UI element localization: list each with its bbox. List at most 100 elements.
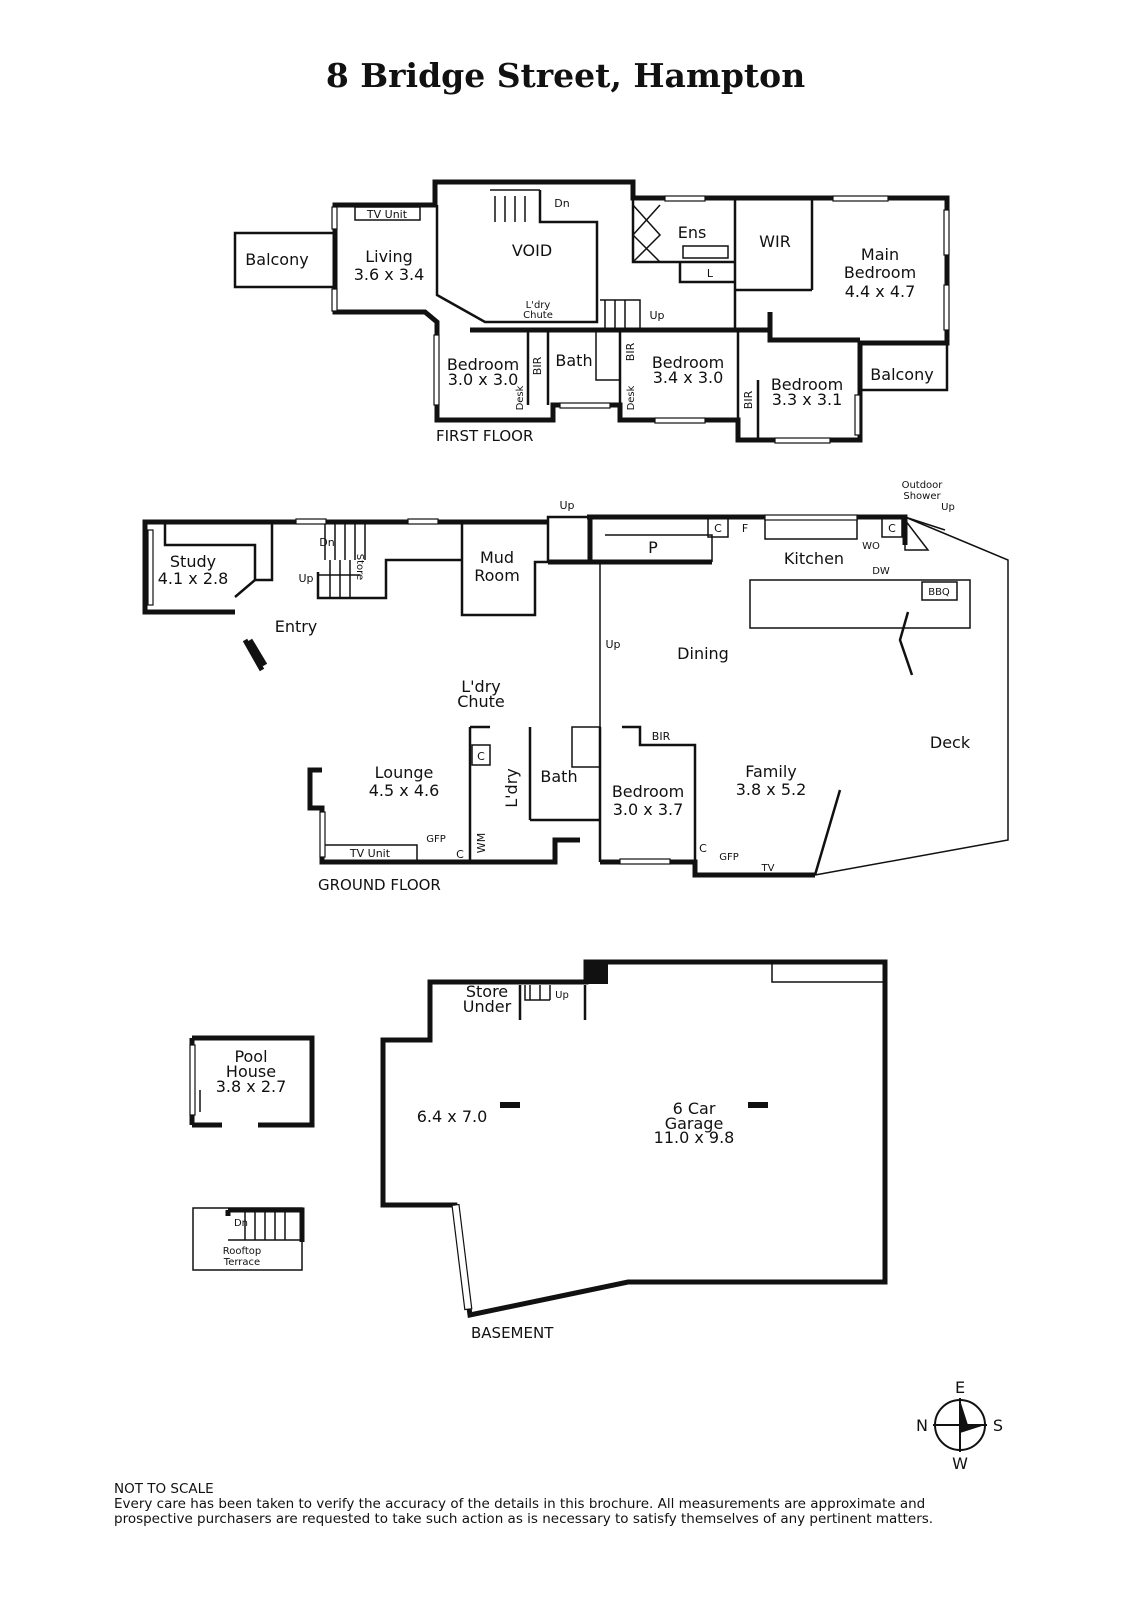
room-label: Balcony (870, 365, 933, 384)
room-label: Bedroom (771, 375, 843, 394)
fixture-label: C (888, 522, 896, 535)
room-label: Lounge (375, 763, 434, 782)
fixture-label: TV Unit (349, 847, 391, 860)
fixture-label: C (477, 750, 485, 763)
floor-label: GROUND FLOOR (318, 876, 441, 894)
room-dims: 3.0 x 3.7 (613, 800, 684, 819)
room-label: Family (745, 762, 796, 781)
stair-label: Dn (554, 197, 569, 210)
stair-label: Dn (234, 1218, 248, 1229)
fixture-label: Outdoor (902, 480, 944, 491)
room-label: Pool (234, 1047, 267, 1066)
room-dims: 11.0 x 9.8 (654, 1128, 735, 1147)
compass-east: E (955, 1378, 965, 1397)
fixture-label: C (699, 842, 707, 855)
room-label: House (226, 1062, 276, 1081)
compass-south: S (993, 1416, 1003, 1435)
fixture-label: BIR (531, 356, 544, 375)
fixture-label: L'dry (526, 300, 551, 311)
fixture-label: GFP (426, 834, 446, 845)
fixture-label: C (456, 848, 464, 861)
room-dims: 6.4 x 7.0 (417, 1107, 488, 1126)
page-title: 8 Bridge Street, Hampton (325, 56, 806, 95)
room-label: 6 Car (673, 1099, 716, 1118)
balcony-left-outline (233, 231, 337, 289)
stair-label: Up (649, 309, 664, 322)
room-label: Kitchen (784, 549, 844, 568)
room-label: Bedroom (652, 353, 724, 372)
fixture-label: C (714, 522, 722, 535)
room-dims: 4.5 x 4.6 (369, 781, 440, 800)
pool-house-plan (189, 1035, 315, 1128)
room-dims: 4.1 x 2.8 (158, 569, 229, 588)
fixture-label: L'dry (461, 677, 501, 696)
fixture-label: Chute (523, 310, 553, 321)
room-label: Terrace (223, 1257, 260, 1268)
fixture-label: BBQ (928, 587, 950, 598)
room-label: Bedroom (447, 355, 519, 374)
room-label: Living (365, 247, 413, 266)
disclaimer: NOT TO SCALE Every care has been taken t… (114, 1482, 1014, 1527)
room-label: Garage (665, 1114, 724, 1133)
room-label: Study (170, 552, 216, 571)
fixture-label: Desk (626, 385, 637, 410)
stair-label: Up (555, 990, 569, 1001)
rooftop-terrace-plan (192, 1207, 305, 1271)
fixture-label: BIR (742, 390, 755, 409)
compass-west: W (952, 1454, 968, 1473)
room-dims: 3.0 x 3.0 (448, 370, 519, 389)
stair-label: Dn (319, 536, 334, 549)
kitchen-island (749, 579, 971, 629)
fixture-label: TV Unit (366, 208, 408, 221)
fixture-label: BIR (624, 342, 637, 361)
fixture-label: L (707, 267, 714, 280)
room-dims: 3.3 x 3.1 (772, 390, 843, 409)
room-dims: 4.4 x 4.7 (845, 282, 916, 301)
fixture-label: P (648, 538, 658, 557)
room-label: Bath (555, 351, 592, 370)
room-label: L'dry (502, 768, 521, 808)
fixture-label: GFP (719, 852, 739, 863)
room-label: Rooftop (223, 1246, 261, 1257)
room-label: Deck (930, 733, 971, 752)
disclaimer-line: prospective purchasers are requested to … (114, 1511, 934, 1527)
fixture-label: Shower (903, 491, 941, 502)
fixture-label: Store (354, 554, 365, 580)
room-dims: 3.8 x 2.7 (216, 1077, 287, 1096)
floor-label: FIRST FLOOR (436, 427, 533, 445)
room-label: Room (474, 566, 520, 585)
room-label: Balcony (245, 250, 308, 269)
compass-icon (933, 1398, 987, 1452)
fixture-label: Desk (515, 385, 526, 410)
fixture-label: DW (872, 566, 890, 577)
room-label: VOID (512, 241, 552, 260)
room-label: WIR (759, 232, 791, 251)
fixture-label: WM (475, 833, 488, 853)
basement-plan (380, 959, 888, 1318)
stair-label: Up (298, 572, 313, 585)
room-label: Entry (275, 617, 318, 636)
stair-label: Up (605, 638, 620, 651)
room-label: Ens (678, 223, 707, 242)
fixture-label: F (742, 522, 748, 535)
room-label: Store (466, 982, 508, 1001)
first-floor-plan (233, 179, 950, 444)
room-label: Under (463, 997, 512, 1016)
room-label: Dining (677, 644, 729, 663)
room-label: Bedroom (612, 782, 684, 801)
fixture-label: BIR (652, 730, 671, 743)
disclaimer-heading: NOT TO SCALE (114, 1481, 214, 1497)
room-dims: 3.6 x 3.4 (354, 265, 425, 284)
room-label: Mud (480, 548, 514, 567)
disclaimer-line: Every care has been taken to verify the … (114, 1496, 926, 1512)
fixture-label: Chute (457, 692, 505, 711)
room-dims: 3.8 x 5.2 (736, 780, 807, 799)
room-label: Main (861, 245, 899, 264)
compass-north: N (916, 1416, 928, 1435)
ground-floor-plan (142, 514, 1009, 878)
stair-label: Up (559, 499, 574, 512)
room-dims: 3.4 x 3.0 (653, 368, 724, 387)
room-label: Bedroom (844, 263, 916, 282)
floor-label: BASEMENT (471, 1324, 554, 1342)
